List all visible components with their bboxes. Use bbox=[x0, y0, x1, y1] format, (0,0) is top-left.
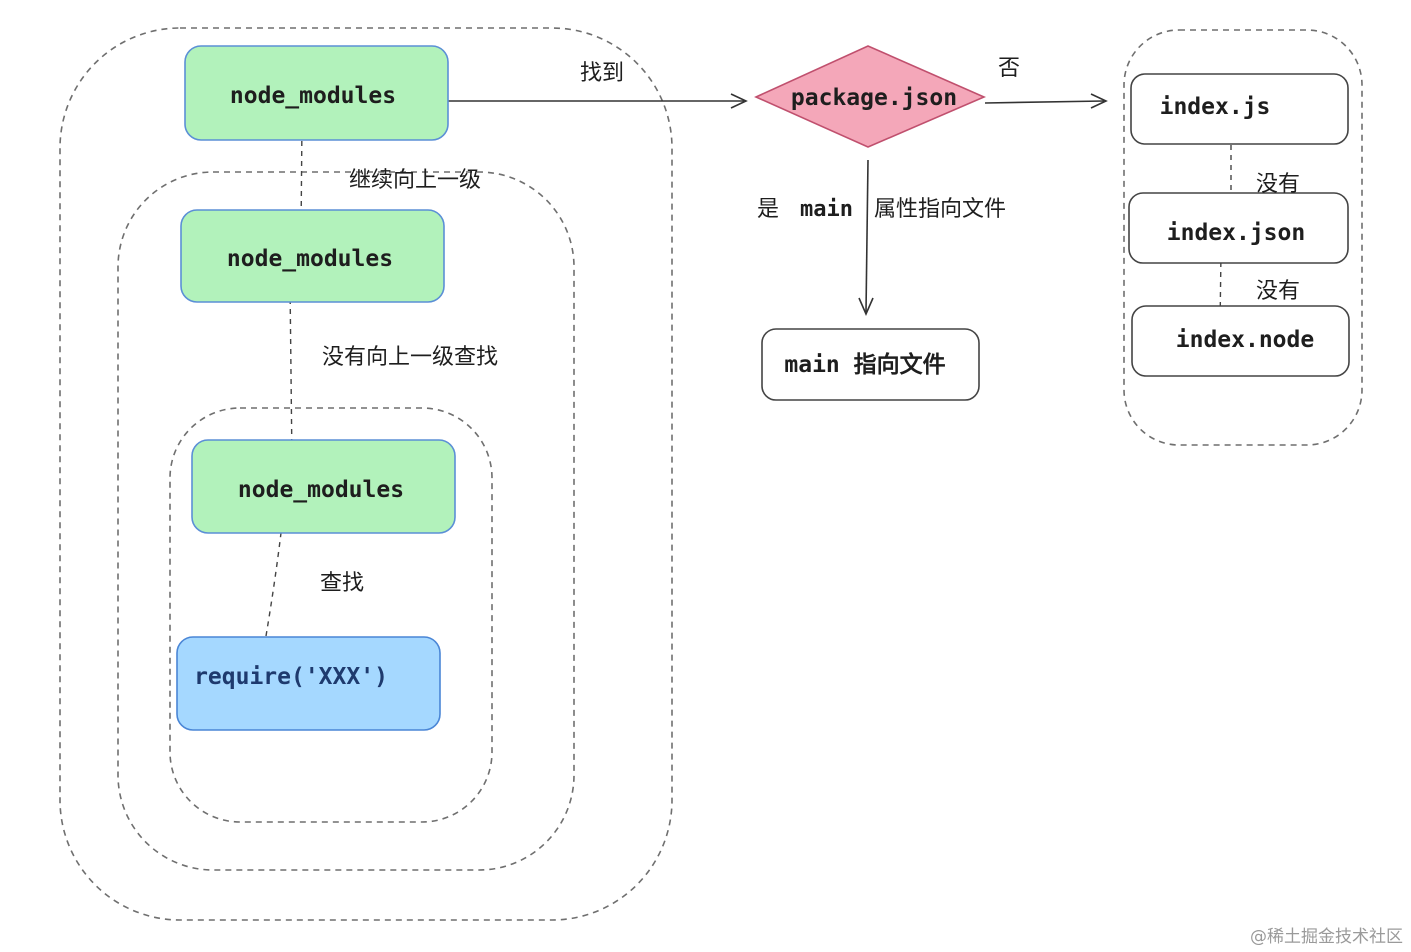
inner-node-modules-label: node_modules bbox=[238, 477, 404, 503]
outer-scope-group bbox=[59, 27, 673, 921]
package-json-decision: package.json bbox=[754, 45, 987, 148]
require-call-node: require('XXX') bbox=[176, 636, 441, 731]
outer-node-modules-label: node_modules bbox=[230, 83, 396, 109]
require-call-label: require('XXX') bbox=[194, 664, 388, 690]
edge-label-yes-main: main bbox=[800, 197, 853, 222]
arrowhead-index-js bbox=[1090, 93, 1108, 109]
middle-scope-group bbox=[117, 171, 575, 871]
edge-no bbox=[984, 100, 1105, 104]
inner-scope-group bbox=[169, 407, 493, 823]
edge-yes bbox=[865, 159, 869, 313]
index-js-node: index.js bbox=[1130, 73, 1349, 145]
index-node-label: index.node bbox=[1176, 327, 1314, 353]
edge-label-search: 查找 bbox=[320, 571, 364, 596]
watermark-text: @稀土掘金技术社区 bbox=[1250, 927, 1403, 947]
outer-node-modules-node: node_modules bbox=[184, 45, 449, 141]
edge-label-yes-prefix: 是 bbox=[757, 197, 779, 222]
edge-label-continue-up: 继续向上一级 bbox=[349, 168, 481, 193]
arrowhead-main bbox=[858, 297, 874, 316]
edge-inner-to-middle bbox=[289, 281, 293, 465]
edge-label-yes-suffix: 属性指向文件 bbox=[874, 197, 1006, 222]
index-js-label: index.js bbox=[1160, 94, 1271, 120]
main-file-node: main 指向文件 bbox=[761, 328, 980, 401]
main-file-label: main 指向文件 bbox=[784, 351, 945, 378]
edge-label-missing-1: 没有 bbox=[1256, 172, 1300, 197]
inner-node-modules-node: node_modules bbox=[191, 439, 456, 534]
package-json-label: package.json bbox=[791, 85, 957, 111]
index-json-label: index.json bbox=[1167, 220, 1305, 246]
index-fallback-group bbox=[1123, 29, 1363, 446]
index-node-node: index.node bbox=[1131, 305, 1350, 377]
edge-label-no: 否 bbox=[998, 56, 1020, 81]
edge-require-to-inner bbox=[265, 515, 284, 637]
middle-node-modules-node: node_modules bbox=[180, 209, 445, 303]
arrowhead-package bbox=[730, 93, 748, 109]
edge-label-found: 找到 bbox=[580, 61, 624, 86]
edge-label-yes: 是 main 属性指向文件 bbox=[757, 197, 1006, 222]
index-json-node: index.json bbox=[1128, 192, 1349, 264]
edge-label-missing-2: 没有 bbox=[1256, 279, 1300, 304]
edge-label-not-found-up: 没有向上一级查找 bbox=[322, 345, 498, 370]
middle-node-modules-label: node_modules bbox=[227, 246, 393, 272]
